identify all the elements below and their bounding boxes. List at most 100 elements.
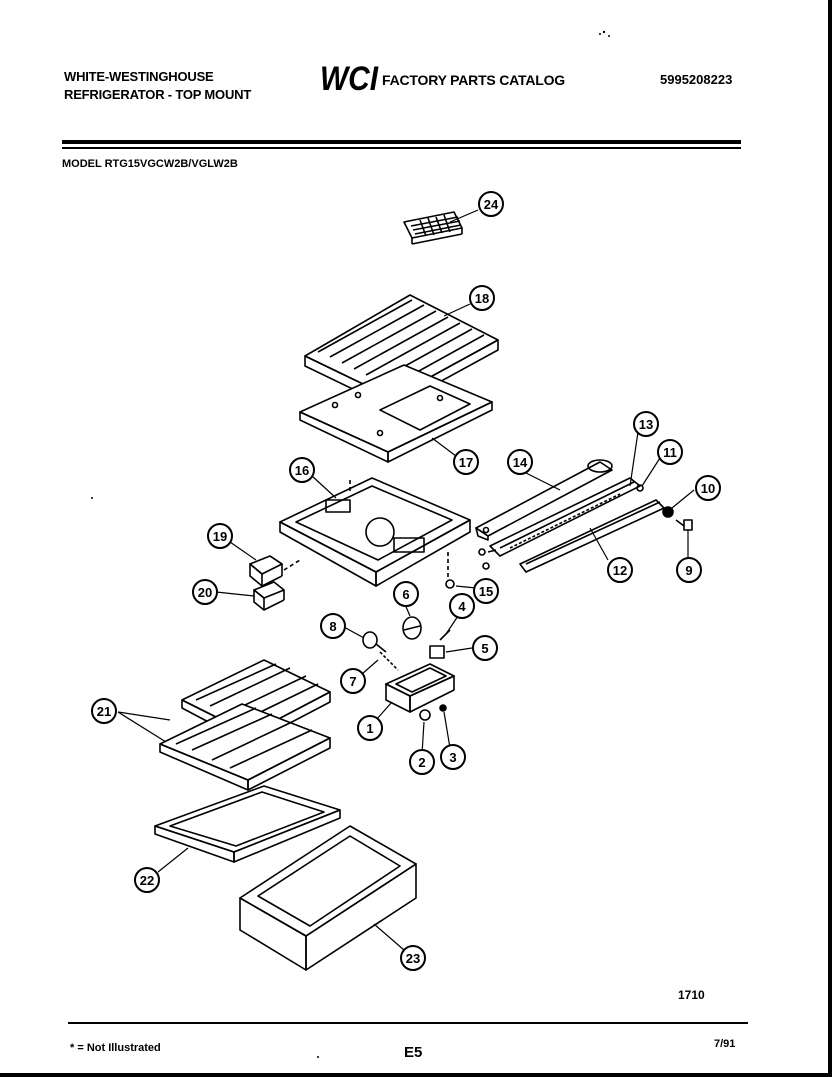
callout-circle xyxy=(400,945,426,971)
callout-6: 6 xyxy=(393,581,419,607)
callout-7: 7 xyxy=(340,668,366,694)
callout-circle xyxy=(633,411,659,437)
callout-2: 2 xyxy=(409,749,435,775)
callout-label: 12 xyxy=(613,563,627,578)
revision-date: 7/91 xyxy=(714,1038,736,1050)
callout-circle xyxy=(472,635,498,661)
wci-logo-text: WCI xyxy=(320,60,379,96)
callout-label: 14 xyxy=(513,455,528,470)
callout-20: 20 xyxy=(192,579,218,605)
callout-13: 13 xyxy=(633,411,659,437)
callout-5: 5 xyxy=(472,635,498,661)
callout-label: 24 xyxy=(484,197,499,212)
callout-18: 18 xyxy=(469,285,495,311)
callout-label: 21 xyxy=(97,704,111,719)
part-10-nut xyxy=(662,506,674,518)
callout-circle xyxy=(676,557,702,583)
callout-label: 2 xyxy=(418,755,425,770)
brand-line-1: WHITE-WESTINGHOUSE xyxy=(64,69,214,84)
callout-circle xyxy=(134,867,160,893)
callout-circle xyxy=(440,744,466,770)
callout-9: 9 xyxy=(676,557,702,583)
callout-circle xyxy=(409,749,435,775)
callout-circle xyxy=(192,579,218,605)
callout-label: 23 xyxy=(406,951,420,966)
part-16-frame xyxy=(279,477,471,587)
callout-label: 8 xyxy=(329,619,336,634)
callout-21: 21 xyxy=(91,698,117,724)
reference-code: 1710 xyxy=(678,988,705,1002)
part-17-cover xyxy=(299,364,493,463)
callout-circle xyxy=(393,581,419,607)
part-15-clip xyxy=(445,579,455,589)
callout-label: 17 xyxy=(459,455,473,470)
callout-circle xyxy=(469,285,495,311)
brand-line-2: REFRIGERATOR - TOP MOUNT xyxy=(64,87,252,102)
callout-circle xyxy=(207,523,233,549)
brand-heading: WHITE-WESTINGHOUSE REFRIGERATOR - TOP MO… xyxy=(64,68,251,104)
part-9-screw xyxy=(675,519,693,531)
part-number: 5995208223 xyxy=(660,72,733,87)
callout-1: 1 xyxy=(357,715,383,741)
callout-label: 1 xyxy=(366,721,373,736)
callout-label: 15 xyxy=(479,584,493,599)
callout-circle xyxy=(607,557,633,583)
footer-rule xyxy=(68,1022,748,1024)
header-rule-thin xyxy=(62,147,741,149)
callout-label: 3 xyxy=(449,750,456,765)
header-rule-thick xyxy=(62,140,741,144)
callout-14: 14 xyxy=(507,449,533,475)
part-1-housing xyxy=(385,663,455,713)
callout-label: 16 xyxy=(295,463,309,478)
part-6-bulb xyxy=(402,616,422,640)
callout-8: 8 xyxy=(320,613,346,639)
callout-circle xyxy=(320,613,346,639)
callout-circle xyxy=(473,578,499,604)
callout-4: 4 xyxy=(449,593,475,619)
callout-19: 19 xyxy=(207,523,233,549)
callout-label: 22 xyxy=(140,873,154,888)
callout-10: 10 xyxy=(695,475,721,501)
part-5-socket xyxy=(429,629,451,659)
callout-circle xyxy=(289,457,315,483)
part-20-bracket xyxy=(253,581,285,611)
callout-label: 7 xyxy=(349,674,356,689)
callout-label: 4 xyxy=(458,599,466,614)
callout-16: 16 xyxy=(289,457,315,483)
callout-label: 9 xyxy=(685,563,692,578)
callout-label: 13 xyxy=(639,417,653,432)
callout-label: 20 xyxy=(198,585,212,600)
callout-label: 10 xyxy=(701,481,715,496)
page-code: E5 xyxy=(404,1044,423,1061)
callout-label: 18 xyxy=(475,291,489,306)
callout-23: 23 xyxy=(400,945,426,971)
part-24-grille xyxy=(403,211,463,245)
callout-circle xyxy=(695,475,721,501)
part-19-bracket xyxy=(249,555,283,587)
callout-circle xyxy=(657,439,683,465)
callout-circle xyxy=(449,593,475,619)
part-21-shelves xyxy=(159,659,331,791)
wci-logo: WCI xyxy=(320,60,379,96)
callout-circle xyxy=(453,449,479,475)
part-8-knob xyxy=(362,631,387,653)
part-2-washer xyxy=(419,709,431,721)
callout-24: 24 xyxy=(478,191,504,217)
part-14-rail xyxy=(475,459,613,541)
callout-circle xyxy=(357,715,383,741)
callout-15: 15 xyxy=(473,578,499,604)
callout-circle xyxy=(340,668,366,694)
part-23-crisper-drawer xyxy=(239,825,417,971)
callout-label: 5 xyxy=(481,641,488,656)
footnote: * = Not Illustrated xyxy=(70,1042,161,1054)
callout-12: 12 xyxy=(607,557,633,583)
callout-circle xyxy=(507,449,533,475)
part-22-crisper-cover xyxy=(154,785,341,863)
part-13-rail xyxy=(489,477,641,557)
model-number: MODEL RTG15VGCW2B/VGLW2B xyxy=(62,158,238,170)
callout-circle xyxy=(478,191,504,217)
callout-circle xyxy=(91,698,117,724)
